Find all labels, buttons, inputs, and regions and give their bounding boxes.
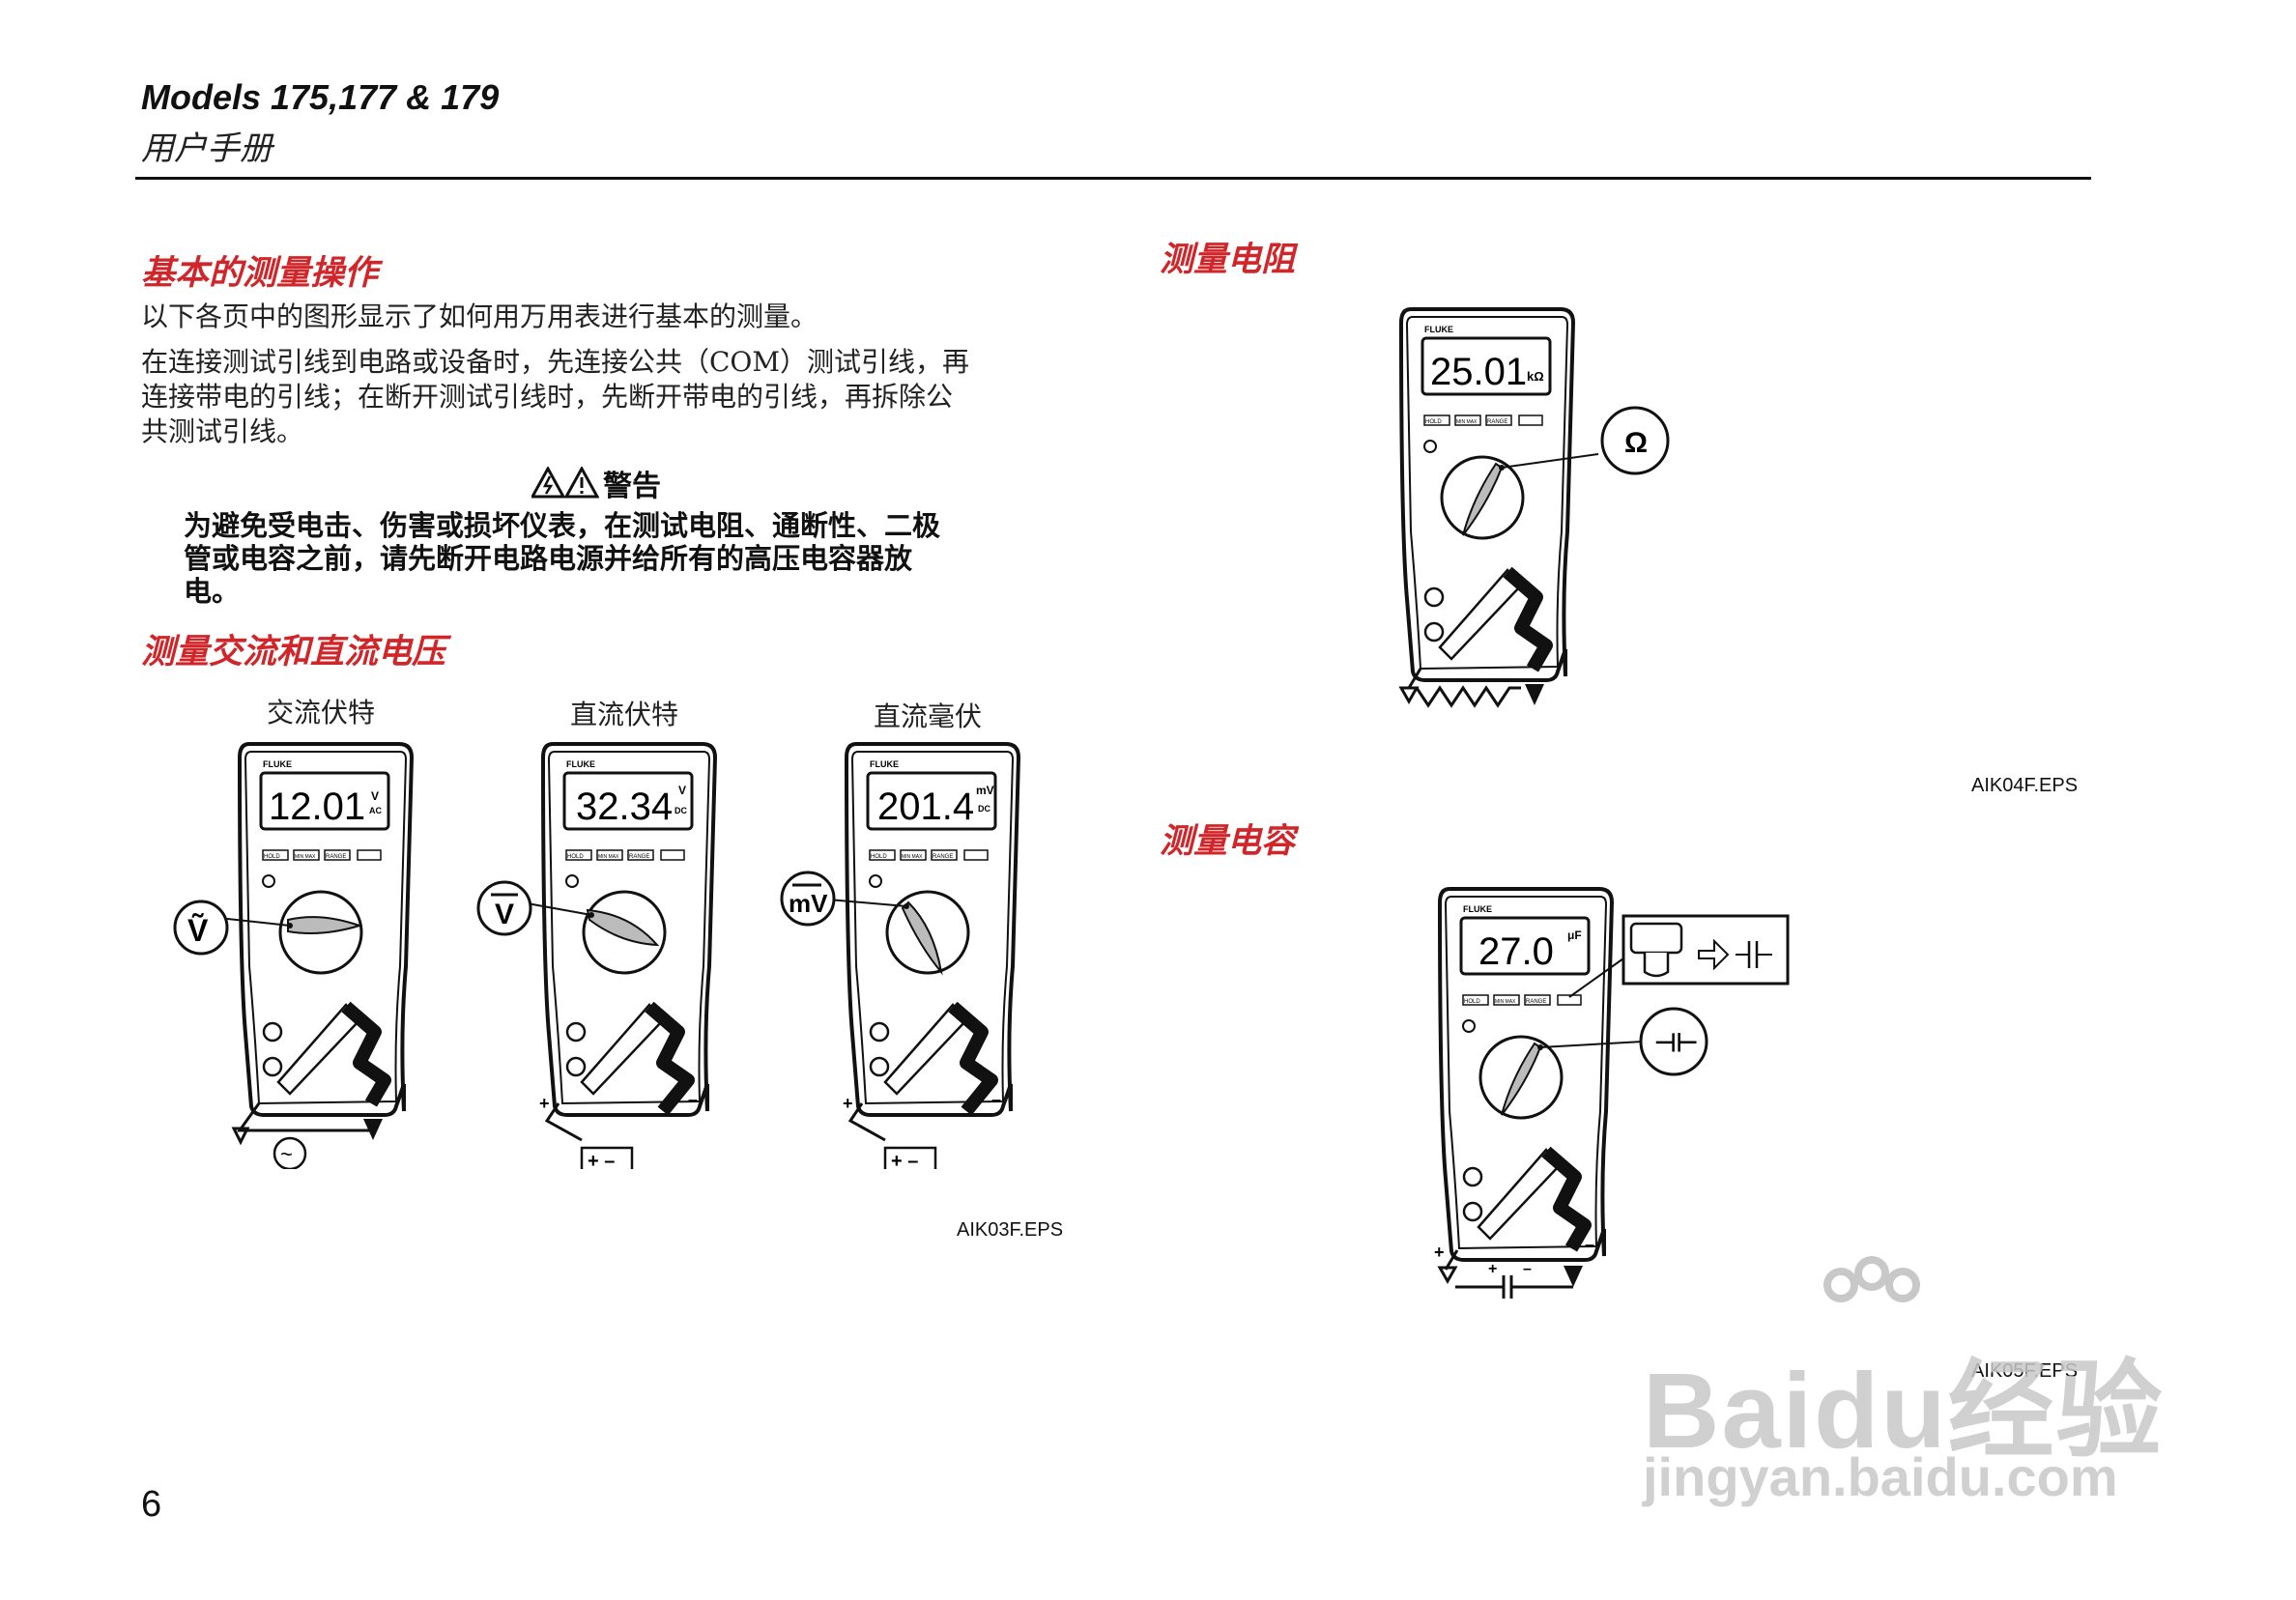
meter-brand: FLUKE — [566, 759, 595, 769]
meter-button-hold: HOLD — [1464, 999, 1480, 1005]
meter-button-minmax: MIN MAX — [1456, 419, 1478, 425]
section-title-voltage: 测量交流和直流电压 — [141, 632, 446, 671]
dial-callout-capacitance — [1639, 1007, 1708, 1076]
meter-brand: FLUKE — [263, 759, 292, 769]
watermark-logo: Baidu经验 — [1643, 1352, 2165, 1471]
meter-button-minmax: MIN MAX — [1495, 999, 1516, 1005]
meter-brand: FLUKE — [870, 759, 899, 769]
page-number: 6 — [141, 1484, 162, 1525]
meter-display-unit: V — [371, 789, 379, 803]
watermark-url: jingyan.baidu.com — [1643, 1446, 2118, 1507]
header-subtitle: 用户手册 — [141, 129, 273, 168]
paw-icon — [1812, 1256, 1928, 1347]
meter-button-range: RANGE — [326, 854, 346, 860]
svg-text:+: + — [1488, 1261, 1497, 1277]
dial-callout-label: Ṽ — [187, 913, 209, 948]
meter-brand: FLUKE — [1463, 904, 1492, 914]
meter-display-unit: kΩ — [1527, 369, 1544, 384]
meter-display-unit: V — [678, 784, 686, 797]
basic-paragraph-2: 在连接测试引线到电路或设备时，先连接公共（COM）测试引线，再 连接带电的引线；… — [141, 345, 969, 449]
warning-line: 管或电容之前，请先断开电路电源并给所有的高压电容器放 — [184, 542, 913, 575]
meter-caption-mv: 直流毫伏 — [873, 700, 982, 732]
svg-text:+: + — [539, 1094, 550, 1113]
meter-button-range: RANGE — [1526, 999, 1546, 1005]
meter-button-range: RANGE — [629, 854, 649, 860]
basic-paragraph-2-line: 连接带电的引线；在断开测试引线时，先断开带电的引线，再拆除公 — [141, 381, 954, 413]
dial-callout-ac — [173, 900, 229, 956]
meter-display-unit2: DC — [674, 806, 687, 815]
svg-text:–: – — [991, 1090, 1001, 1109]
meter-figure-dc-volts: FLUKE 32.34 V DC HOLD MIN MAX RANGE + – … — [476, 742, 717, 1169]
meter-figure-dc-millivolts: FLUKE 201.4 mV DC HOLD MIN MAX RANGE + –… — [780, 742, 1020, 1169]
svg-text:+ –: + – — [891, 1151, 918, 1169]
meter-figure-ac-volts: FLUKE 12.01 V AC HOLD MIN MAX RANGE ~ Ṽ — [173, 742, 414, 1169]
dial-callout-label: V — [495, 899, 514, 930]
svg-text:–: – — [1585, 1235, 1594, 1254]
warning-line: 电。 — [184, 575, 241, 608]
battery-icon — [883, 1146, 937, 1169]
meter-button-hold: HOLD — [264, 854, 280, 860]
meter-caption-dc: 直流伏特 — [569, 699, 678, 730]
dial-callout-label: ⊣⊢ — [1654, 1028, 1698, 1057]
figure-id-capacitance: AIK05F.EPS — [1971, 1360, 2079, 1382]
svg-text:+: + — [1434, 1243, 1445, 1262]
dial-callout-label: Ω — [1624, 427, 1648, 459]
svg-text:+ –: + – — [588, 1151, 615, 1169]
meter-display-reading: 12.01 — [269, 786, 365, 828]
dial-callout-ohm — [1600, 406, 1670, 475]
section-title-basic: 基本的测量操作 — [141, 253, 379, 293]
figure-id-voltage: AIK03F.EPS — [957, 1219, 1064, 1241]
meter-caption-ac: 交流伏特 — [266, 697, 375, 729]
header-divider — [135, 177, 2091, 180]
dial-callout-label: mV — [789, 889, 828, 918]
meter-button-hold: HOLD — [871, 854, 887, 860]
basic-paragraph-2-line: 在连接测试引线到电路或设备时，先连接公共（COM）测试引线，再 — [141, 346, 970, 378]
warning-text: 为避免受电击、伤害或损坏仪表，在测试电阻、通断性、二极 管或电容之前，请先断开电… — [184, 509, 940, 608]
battery-icon — [580, 1146, 634, 1169]
section-title-resistance: 测量电阻 — [1160, 240, 1296, 279]
meter-display-reading: 25.01 — [1430, 351, 1527, 393]
warning-heading: 警告 — [531, 462, 661, 504]
meter-button-range: RANGE — [1487, 419, 1507, 425]
basic-paragraph-2-line: 共测试引线。 — [141, 415, 304, 447]
svg-text:~: ~ — [280, 1142, 293, 1166]
resistor-icon — [1415, 685, 1521, 708]
meter-button-hold: HOLD — [567, 854, 584, 860]
svg-text:+: + — [843, 1094, 853, 1113]
warning-title: 警告 — [603, 470, 661, 503]
svg-text:–: – — [1523, 1261, 1532, 1277]
meter-display-reading: 27.0 — [1478, 930, 1554, 973]
section-title-capacitance: 测量电容 — [1160, 821, 1296, 861]
meter-display-unit2: AC — [369, 806, 382, 815]
meter-display-unit: μF — [1567, 929, 1582, 942]
meter-button-hold: HOLD — [1425, 419, 1442, 425]
warning-triangle-icon — [531, 467, 599, 499]
meter-button-minmax: MIN MAX — [598, 854, 619, 860]
meter-button-minmax: MIN MAX — [902, 854, 923, 860]
header-title: Models 175,177 & 179 — [141, 77, 500, 117]
meter-display-reading: 32.34 — [576, 786, 673, 828]
warning-line: 为避免受电击、伤害或损坏仪表，在测试电阻、通断性、二极 — [184, 509, 941, 542]
meter-display-unit: mV — [976, 784, 994, 797]
meter-button-range: RANGE — [933, 854, 953, 860]
arrow-right-icon — [1698, 938, 1730, 971]
meter-brand: FLUKE — [1424, 325, 1453, 334]
basic-paragraph-1: 以下各页中的图形显示了如何用万用表进行基本的测量。 — [141, 300, 818, 332]
svg-text:–: – — [688, 1090, 698, 1109]
meter-display-reading: 201.4 — [877, 786, 974, 828]
finger-press-icon — [1643, 953, 1670, 978]
meter-figure-capacitance: FLUKE 27.0 μF HOLD MIN MAX RANGE + – + –… — [1434, 887, 1790, 1299]
ac-source-icon — [273, 1136, 307, 1169]
meter-button-minmax: MIN MAX — [295, 854, 316, 860]
meter-display-unit2: DC — [978, 804, 990, 814]
figure-id-resistance: AIK04F.EPS — [1971, 775, 2079, 796]
meter-figure-resistance: FLUKE 25.01 kΩ HOLD MIN MAX RANGE Ω — [1398, 307, 1670, 708]
